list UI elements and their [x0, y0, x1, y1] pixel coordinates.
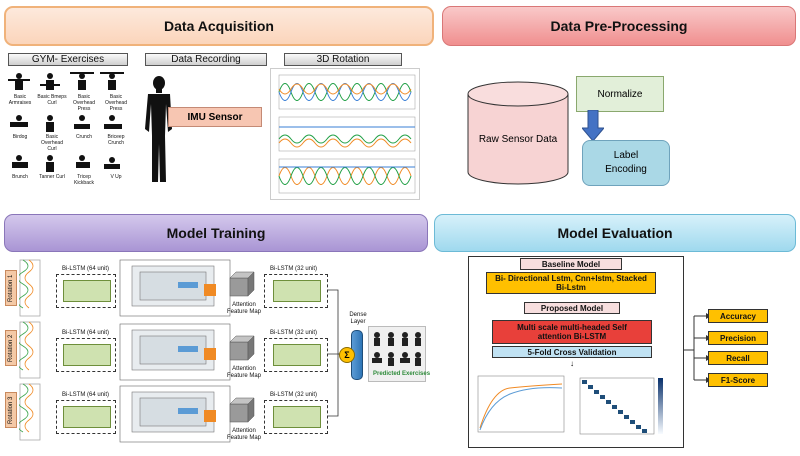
bilstm32-block [264, 338, 328, 372]
training-curve-icon [477, 375, 565, 433]
bilstm32-label: Bi-LSTM (32 unit) [270, 330, 318, 336]
exercise-label: Briceep Crunch [107, 134, 125, 146]
bilstm64-label: Bi-LSTM (64 unit) [62, 392, 110, 398]
normalize-box: Normalize [576, 76, 664, 112]
gym-exercises-label: GYM- Exercises [8, 53, 128, 66]
human-silhouette-icon [145, 76, 173, 182]
predicted-exercises-image: Predicted Exercises [368, 326, 430, 382]
proposed-model-box: Proposed Model [524, 302, 620, 314]
bilstm64-label: Bi-LSTM (64 unit) [62, 266, 110, 272]
exercise-label: V Up [110, 174, 122, 180]
baseline-model-box: Baseline Model [520, 258, 622, 270]
proposed-model-desc-box: Multi scale multi-headed Self attention … [492, 320, 652, 344]
training-header: Model Training [4, 214, 428, 252]
baseline-models-box: Bi- Directional Lstm, Cnn+lstm, Stacked … [486, 272, 656, 294]
exercise-thumbnails-icon [372, 332, 421, 366]
precision-metric: Precision [708, 331, 768, 345]
rotation-label: Rotation 2 [5, 330, 17, 366]
bilstm64-block [56, 338, 116, 372]
rotation-label: Rotation 1 [5, 270, 17, 306]
raw-sensor-data-label: Raw Sensor Data [478, 134, 558, 145]
exercise-label: Birdog [12, 134, 28, 140]
exercise-figures-icon [8, 72, 124, 172]
attention-map-label: Attention Feature Map [226, 366, 262, 379]
rotation-signal-strips-icon [19, 259, 41, 441]
acquisition-header: Data Acquisition [4, 6, 434, 46]
attention-map-label: Attention Feature Map [226, 428, 262, 441]
exercise-label: Basic Overhead Curl [41, 134, 63, 152]
rotation-plots [270, 68, 420, 200]
confusion-matrix-icon [579, 377, 663, 435]
exercise-label: Basic Bmeps Curl [37, 94, 67, 106]
exercise-label: Tricep Kickback [73, 174, 94, 186]
imu-sensor-label: IMU Sensor [168, 107, 262, 127]
exercise-label: Brunch [12, 174, 28, 180]
multi-head-attention-blocks-icon [119, 259, 255, 443]
data-recording-label: Data Recording [145, 53, 267, 66]
database-cylinder-icon [467, 81, 569, 185]
rotation-label: Rotation 3 [5, 392, 17, 428]
f1-score-metric: F1-Score [708, 373, 768, 387]
evaluation-header: Model Evaluation [434, 214, 796, 252]
accuracy-metric: Accuracy [708, 309, 768, 323]
bilstm32-label: Bi-LSTM (32 unit) [270, 392, 318, 398]
recall-metric: Recall [708, 351, 768, 365]
preprocessing-header: Data Pre-Processing [442, 6, 796, 46]
exercise-label: Tanner Curl [39, 174, 65, 180]
bilstm32-label: Bi-LSTM (32 unit) [270, 266, 318, 272]
dense-layer-label: Dense Layer [349, 312, 367, 325]
exercise-label: Basic Armraises [8, 94, 32, 106]
down-arrow-icon [582, 110, 604, 142]
bilstm32-block [264, 274, 328, 308]
label-encoding-box: Label Encoding [582, 140, 670, 186]
bilstm32-block [264, 400, 328, 434]
exercise-label: Basic Overhead Press [73, 94, 95, 112]
signal-plot-icon [278, 74, 416, 194]
exercise-label: Basic Overhead Press [105, 94, 127, 112]
gym-exercises-grid: Basic Armraises Basic Bmeps Curl Basic O… [4, 68, 132, 198]
attention-map-label: Attention Feature Map [226, 302, 262, 315]
exercise-label: Crunch [75, 134, 93, 140]
bilstm64-block [56, 274, 116, 308]
bilstm64-label: Bi-LSTM (64 unit) [62, 330, 110, 336]
arrow-down-icon: ↓ [570, 359, 574, 368]
sigma-node: Σ [339, 347, 355, 363]
cross-validation-box: 5-Fold Cross Validation [492, 346, 652, 358]
3d-rotation-label: 3D Rotation [284, 53, 402, 66]
predicted-exercises-label: Predicted Exercises [373, 371, 431, 377]
bilstm64-block [56, 400, 116, 434]
